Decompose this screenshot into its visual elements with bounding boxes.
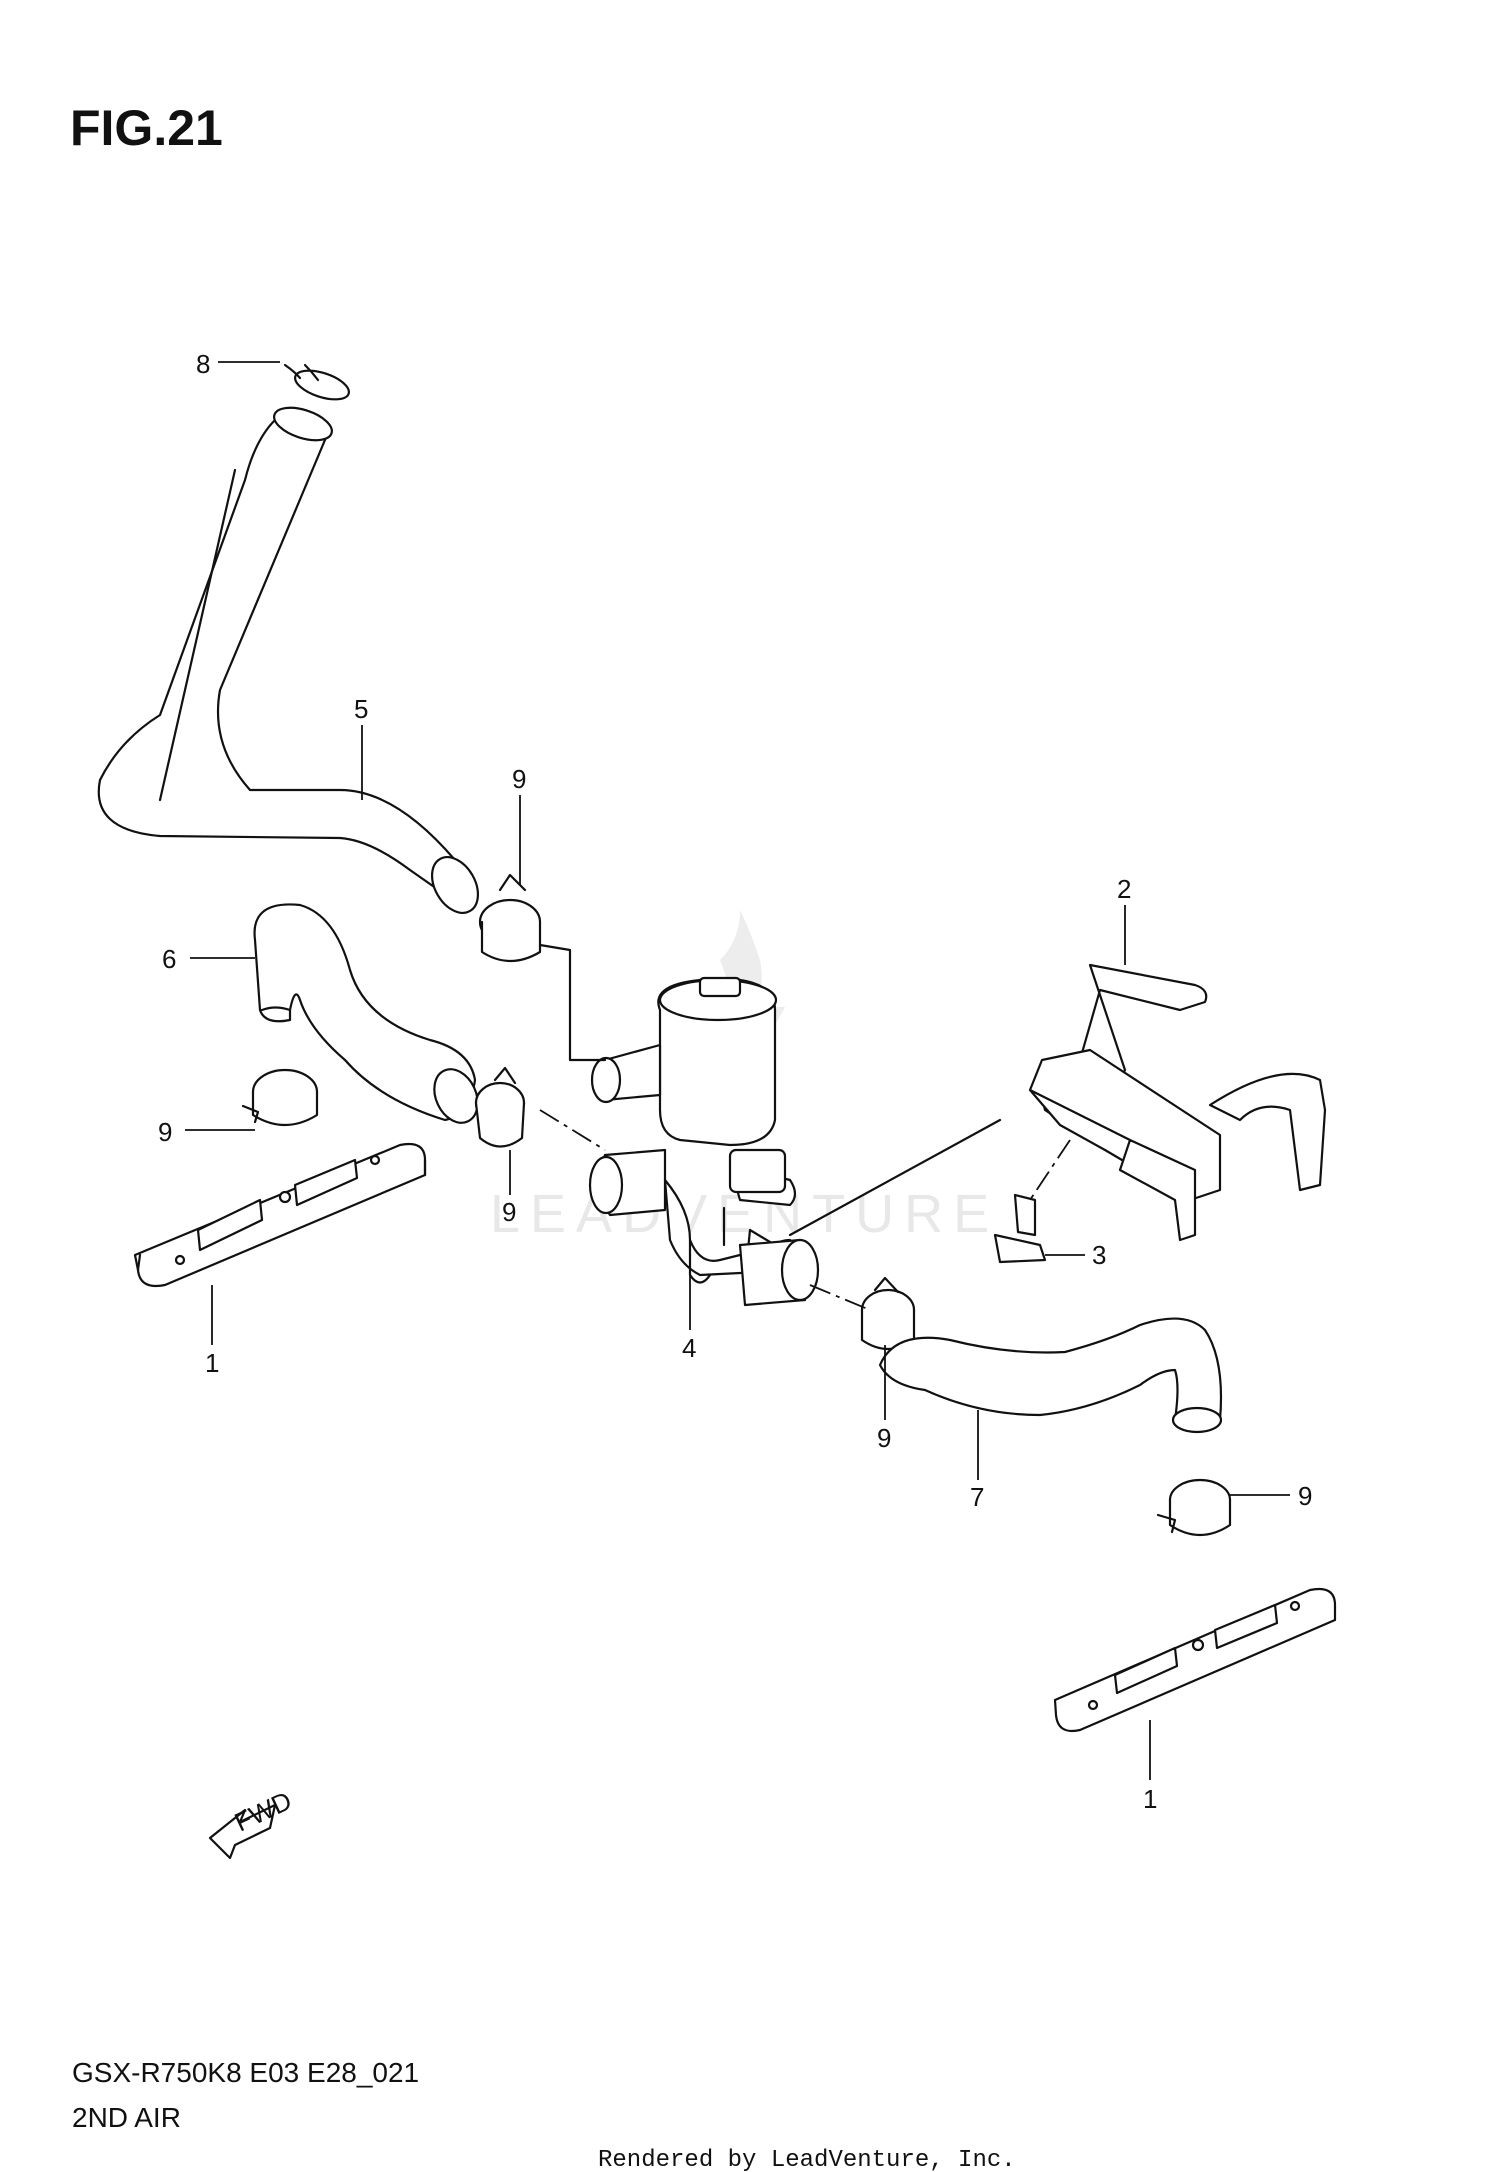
- callout-8: 8: [196, 349, 210, 379]
- callout-9: 9: [502, 1197, 516, 1227]
- callout-1: 1: [205, 1348, 219, 1378]
- callout-3: 3: [1092, 1240, 1106, 1270]
- callout-1: 1: [1143, 1784, 1157, 1814]
- callout-6: 6: [162, 944, 176, 974]
- connection-lines: [538, 943, 1071, 1311]
- callout-9: 9: [158, 1117, 172, 1147]
- part-9-clamp-b[interactable]: [241, 1068, 319, 1126]
- fwd-arrow-icon: FWD: [208, 1785, 296, 1860]
- callout-7: 7: [970, 1482, 984, 1512]
- part-4-valve[interactable]: [588, 976, 820, 1307]
- part-5-hose[interactable]: [97, 401, 488, 921]
- part-9-clamp-a[interactable]: [478, 873, 542, 962]
- part-2-bracket[interactable]: [1028, 963, 1327, 1242]
- part-6-hose[interactable]: [253, 903, 486, 1129]
- part-8-clip[interactable]: [283, 363, 352, 405]
- part-7-hose[interactable]: [878, 1317, 1223, 1434]
- callout-2: 2: [1117, 874, 1131, 904]
- part-9-clamp-d[interactable]: [860, 1276, 916, 1351]
- leader-lines: [185, 361, 1290, 1780]
- model-code: GSX-R750K8 E03 E28_021: [72, 2057, 419, 2088]
- callout-9: 9: [512, 764, 526, 794]
- part-1-plate-left[interactable]: [133, 1142, 427, 1288]
- section-name: 2ND AIR: [72, 2102, 181, 2133]
- part-9-clamp-c[interactable]: [474, 1066, 526, 1148]
- part-9-clamp-e[interactable]: [1156, 1478, 1232, 1536]
- callout-5: 5: [354, 694, 368, 724]
- part-1-plate-right[interactable]: [1053, 1587, 1337, 1733]
- render-credit: Rendered by LeadVenture, Inc.: [598, 2147, 1016, 2172]
- callout-9: 9: [1298, 1481, 1312, 1511]
- callout-9: 9: [877, 1423, 891, 1453]
- callout-4: 4: [682, 1333, 696, 1363]
- figure-title: FIG.21: [70, 100, 223, 156]
- part-3-bolt[interactable]: [993, 1193, 1047, 1264]
